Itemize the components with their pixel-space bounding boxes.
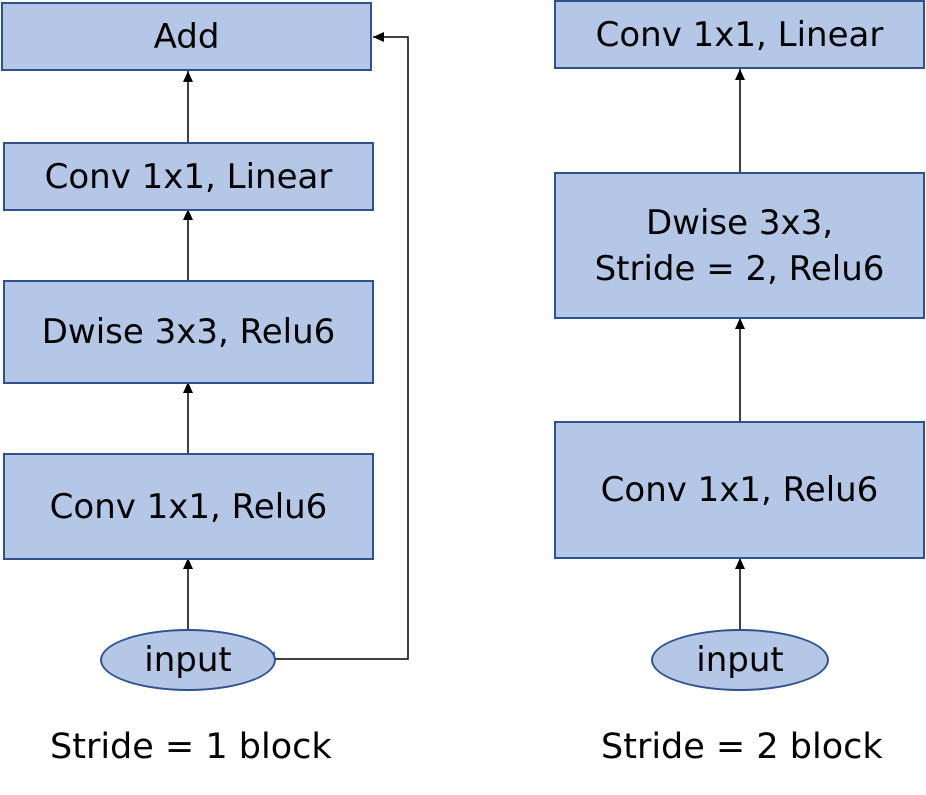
add-node: Add (1, 2, 372, 71)
input-node-s2: input (651, 629, 829, 691)
conv-1x1-relu6-node-s2: Conv 1x1, Relu6 (554, 421, 925, 559)
conv-1x1-linear-node-s1: Conv 1x1, Linear (3, 142, 374, 211)
skip-connection-arrow (275, 32, 409, 660)
dwise-3x3-stride2-relu6-node: Dwise 3x3, Stride = 2, Relu6 (554, 172, 925, 319)
dwise-3x3-relu6-node-s1: Dwise 3x3, Relu6 (3, 280, 374, 384)
stride-1-caption: Stride = 1 block (50, 727, 332, 767)
conv-1x1-linear-node-s2: Conv 1x1, Linear (554, 0, 925, 69)
stride-2-caption: Stride = 2 block (601, 727, 883, 767)
conv-1x1-relu6-node-s1: Conv 1x1, Relu6 (3, 453, 374, 560)
input-node-s1: input (100, 629, 276, 691)
